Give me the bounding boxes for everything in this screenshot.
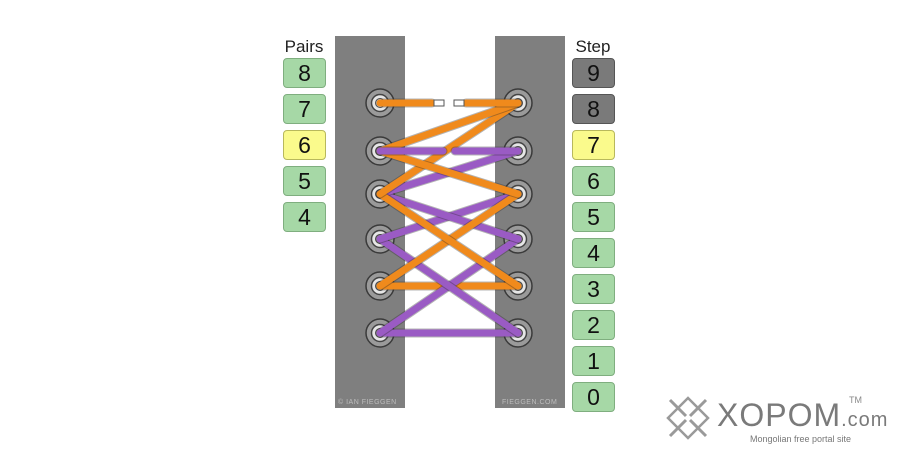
steps-button-9[interactable]: 9	[572, 58, 615, 88]
steps-button-0[interactable]: 0	[572, 382, 615, 412]
lace-orange-cross-5	[376, 99, 522, 155]
watermark-brand-text: XOPOM	[717, 397, 842, 433]
credit-left: © IAN FIEGGEN	[338, 398, 397, 406]
lace-tip-right	[453, 99, 465, 107]
credit-right: FIEGGEN.COM	[502, 399, 557, 406]
steps-button-6[interactable]: 6	[572, 166, 615, 196]
lace-tip-left	[433, 99, 445, 107]
steps-label: Step	[575, 37, 611, 56]
lace-purple-cross-2	[376, 235, 522, 337]
lace-orange-cross-4	[376, 147, 522, 198]
lace-orange-cross-2	[376, 190, 522, 290]
pairs-label: Pairs	[284, 37, 324, 56]
watermark-tld: .com	[841, 409, 889, 431]
steps-button-1[interactable]: 1	[572, 346, 615, 376]
pairs-button-4[interactable]: 4	[283, 202, 326, 232]
right-shoe-panel	[495, 36, 565, 408]
pairs-button-8[interactable]: 8	[283, 58, 326, 88]
pairs-button-6[interactable]: 6	[283, 130, 326, 160]
steps-button-2[interactable]: 2	[572, 310, 615, 340]
watermark-tm: TM	[849, 395, 862, 405]
xopom-logo-icon	[666, 396, 710, 440]
steps-button-4[interactable]: 4	[572, 238, 615, 268]
steps-button-7[interactable]: 7	[572, 130, 615, 160]
lace-purple-cross-4	[376, 190, 522, 243]
pairs-button-5[interactable]: 5	[283, 166, 326, 196]
pairs-button-7[interactable]: 7	[283, 94, 326, 124]
lace-orange-cross-3	[376, 99, 522, 198]
watermark-brand: XOPOM.com	[717, 397, 888, 434]
steps-button-8[interactable]: 8	[572, 94, 615, 124]
steps-button-3[interactable]: 3	[572, 274, 615, 304]
steps-button-5[interactable]: 5	[572, 202, 615, 232]
watermark-tagline: Mongolian free portal site	[750, 434, 852, 444]
left-shoe-panel	[335, 36, 405, 408]
